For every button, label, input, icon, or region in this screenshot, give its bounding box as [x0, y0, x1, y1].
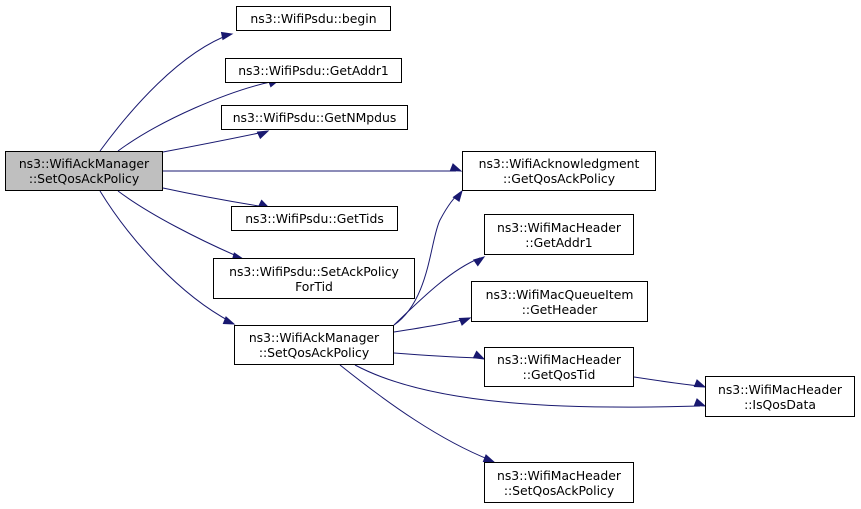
- node-label-line2: ::SetQosAckPolicy: [503, 482, 615, 498]
- edge-root-to-psdu-setackpolicy: [117, 190, 240, 258]
- node-label-line1: ns3::WifiPsdu::GetTids: [245, 211, 384, 226]
- node-label-line1: ns3::WifiPsdu::begin: [250, 11, 377, 26]
- edge-root-to-mgr-setqosackpolicy-arrowhead: [222, 316, 236, 325]
- node-wifimacqueueitem-getheader[interactable]: ns3::WifiMacQueueItem ::GetHeader: [471, 281, 648, 322]
- node-label-line1: ns3::WifiAckManager: [248, 330, 380, 345]
- node-label-line2: ::SetQosAckPolicy: [258, 345, 370, 360]
- edge-mgr-to-hdr-isqosdata-arrowhead: [693, 398, 707, 407]
- node-wifiackmanager-setqosackpolicy[interactable]: ns3::WifiAckManager ::SetQosAckPolicy: [234, 325, 394, 365]
- edge-root-to-psdu-getnmpdus-arrowhead: [256, 130, 270, 140]
- edge-root-to-psdu-gettids: [162, 187, 266, 208]
- node-label-line1: ns3::WifiAckManager: [18, 156, 150, 171]
- node-label-line2: ::IsQosData: [744, 396, 816, 412]
- node-label-line1: ns3::WifiAcknowledgment: [478, 156, 640, 171]
- edge-getqostid-to-isqosdata: [633, 376, 701, 387]
- node-label-line1: ns3::WifiPsdu::GetNMpdus: [232, 110, 397, 125]
- node-wifimacheader-isqosdata[interactable]: ns3::WifiMacHeader ::IsQosData: [705, 376, 855, 417]
- edge-root-to-psdu-getnmpdus: [162, 131, 265, 153]
- edge-root-to-psdu-getaddr1: [117, 80, 276, 152]
- node-label-line2: ::GetAddr1: [525, 234, 593, 250]
- edge-mgr-to-queue-getheader-arrowhead: [458, 317, 472, 326]
- edge-root-to-mgr-setqosackpolicy: [99, 190, 232, 323]
- edge-root-to-ack-getqosackpolicy-arrowhead: [449, 163, 463, 172]
- node-label-line1: ns3::WifiPsdu::GetAddr1: [238, 63, 389, 78]
- edge-mgr-to-queue-getheader: [393, 318, 467, 333]
- node-wifiacknowledgment-getqosackpolicy[interactable]: ns3::WifiAcknowledgment ::GetQosAckPolic…: [462, 151, 656, 191]
- node-label-line2: ::GetHeader: [521, 301, 598, 317]
- node-wifimacheader-getqostid[interactable]: ns3::WifiMacHeader ::GetQosTid: [484, 347, 634, 387]
- edge-root-to-psdu-begin: [99, 33, 232, 152]
- node-label-line2: ::GetQosAckPolicy: [502, 171, 616, 186]
- edge-mgr-to-hdr-getaddr1-arrowhead: [472, 256, 486, 267]
- node-label-line2: ::GetQosTid: [522, 367, 596, 382]
- edge-mgr-to-hdr-setqosackpolicy: [339, 364, 491, 461]
- node-wifipsdu-begin[interactable]: ns3::WifiPsdu::begin: [236, 6, 391, 31]
- edge-mgr-to-hdr-getaddr1: [393, 257, 481, 326]
- edge-mgr-to-hdr-isqosdata: [354, 364, 701, 408]
- node-label-line1: ns3::WifiMacHeader: [497, 467, 621, 483]
- edge-mgr-to-ack-getqosackpolicy-arrowhead: [452, 189, 463, 203]
- node-label-line1: ns3::WifiMacQueueItem: [485, 286, 634, 302]
- edge-root-to-psdu-begin-arrowhead: [220, 31, 234, 41]
- node-label-line1: ns3::WifiMacHeader: [497, 352, 621, 367]
- edge-mgr-to-hdr-getqostid: [393, 352, 480, 359]
- node-wifimacheader-setqosackpolicy[interactable]: ns3::WifiMacHeader ::SetQosAckPolicy: [484, 462, 634, 503]
- node-wifipsdu-getnmpdus[interactable]: ns3::WifiPsdu::GetNMpdus: [221, 105, 408, 130]
- node-label-line1: ns3::WifiMacHeader: [497, 219, 621, 235]
- edge-mgr-to-hdr-setqosackpolicy-arrowhead: [482, 454, 496, 463]
- edge-mgr-to-ack-getqosackpolicy: [393, 191, 462, 326]
- node-label-line2: ForTid: [295, 278, 333, 294]
- node-root-wifiackmanager-setqosackpolicy: ns3::WifiAckManager ::SetQosAckPolicy: [5, 151, 163, 191]
- edge-mgr-to-hdr-getqostid-arrowhead: [472, 350, 486, 360]
- node-label-line2: ::SetQosAckPolicy: [28, 171, 140, 186]
- node-wifipsdu-gettids[interactable]: ns3::WifiPsdu::GetTids: [231, 206, 398, 231]
- node-label-line1: ns3::WifiPsdu::SetAckPolicy: [229, 263, 399, 279]
- edge-getqostid-to-isqosdata-arrowhead: [693, 379, 707, 388]
- node-wifipsdu-getaddr1[interactable]: ns3::WifiPsdu::GetAddr1: [225, 58, 402, 83]
- node-wifimacheader-getaddr1[interactable]: ns3::WifiMacHeader ::GetAddr1: [484, 214, 634, 255]
- node-wifipsdu-setackpolicyfortid[interactable]: ns3::WifiPsdu::SetAckPolicy ForTid: [213, 258, 415, 299]
- node-label-line1: ns3::WifiMacHeader: [718, 381, 842, 397]
